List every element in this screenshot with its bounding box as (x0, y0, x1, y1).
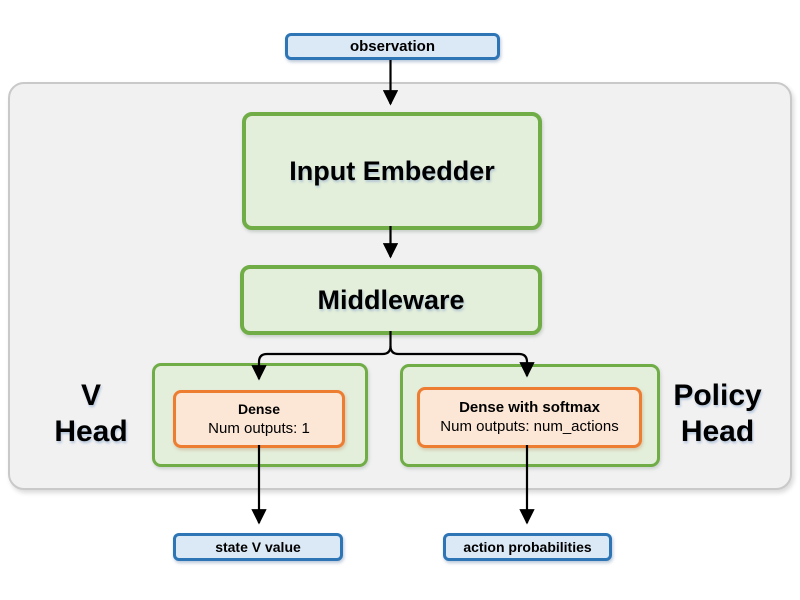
policy-head-label-line2: Head (680, 415, 755, 448)
dense-layer-subtitle: Num outputs: 1 (208, 419, 310, 437)
dense-softmax-layer-node: Dense with softmax Num outputs: num_acti… (417, 387, 642, 448)
dense-layer-node: Dense Num outputs: 1 (173, 390, 345, 448)
v-head-label-line2: Head (54, 415, 128, 448)
policy-head-label-line1: Policy (673, 379, 762, 412)
middleware-node: Middleware (240, 265, 542, 335)
input-embedder-node: Input Embedder (242, 112, 542, 230)
dense-softmax-subtitle: Num outputs: num_actions (440, 418, 619, 435)
state-v-value-label: state V value (215, 539, 301, 555)
middleware-label: Middleware (317, 284, 465, 315)
dense-layer-title: Dense (237, 400, 281, 417)
policy-head-label: Policy Head (650, 378, 785, 450)
v-head-label: V Head (30, 378, 152, 450)
input-embedder-label: Input Embedder (289, 155, 495, 186)
v-head-label-line1: V (80, 379, 101, 412)
state-v-value-node: state V value (173, 533, 343, 561)
action-probabilities-label: action probabilities (463, 539, 592, 555)
observation-label: observation (349, 38, 436, 55)
action-probabilities-node: action probabilities (443, 533, 612, 561)
dense-softmax-title: Dense with softmax (459, 399, 600, 416)
observation-node: observation (285, 33, 500, 60)
